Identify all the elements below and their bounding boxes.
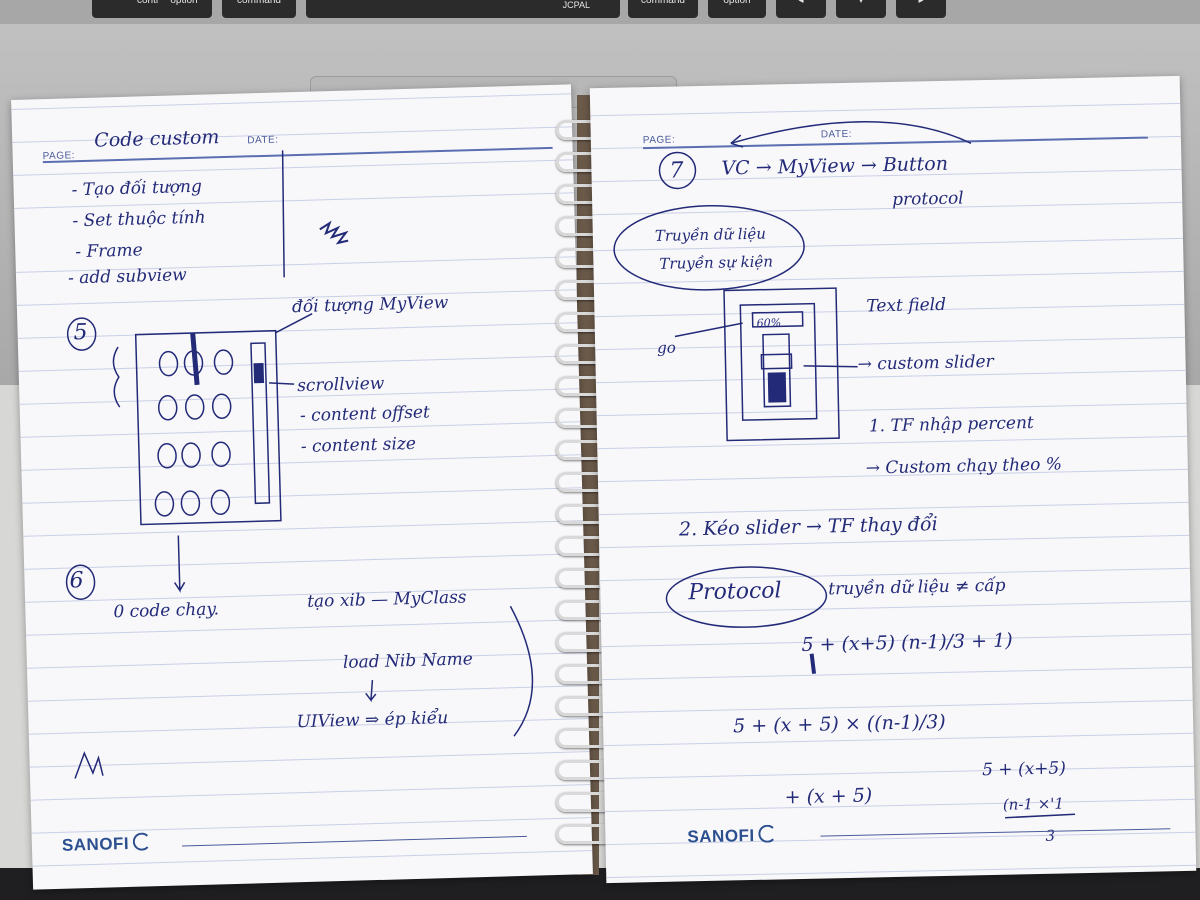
inner-screen <box>739 302 818 421</box>
key-arrow-down: ▾ <box>836 0 886 18</box>
arrow-down <box>173 535 186 594</box>
protocol-circle <box>665 566 828 628</box>
phone-sketch <box>134 329 282 526</box>
top-arc-arrow <box>730 120 972 145</box>
formula-mark <box>809 653 817 674</box>
key-space: JCPAL <box>306 0 620 18</box>
key-command-right: command <box>628 0 698 18</box>
go-arrow <box>674 322 743 338</box>
corner-scribble <box>74 751 104 779</box>
slider-arrow <box>803 365 858 368</box>
scroll-thumb-sketch <box>253 363 265 384</box>
bubble-oval <box>613 205 805 291</box>
arrow-to-scrollview <box>269 382 295 385</box>
phone-sketch <box>723 287 840 442</box>
bold-stroke <box>190 332 200 386</box>
arrow-to-object-label <box>275 312 313 334</box>
left-page-sketches <box>65 150 534 779</box>
notebook-left-page: PAGE: DATE: Code custom - Tạo đối tượng … <box>11 84 593 890</box>
brace-sketch <box>112 346 121 408</box>
arc-arrowhead <box>730 134 744 148</box>
key-arrow-right: ▸ <box>896 0 946 18</box>
key-space-brand: JCPAL <box>562 0 590 10</box>
key-option-right: option <box>708 0 766 18</box>
circle-around-6 <box>65 564 96 600</box>
scrollbar-sketch <box>250 342 271 505</box>
scribble-mark <box>319 220 349 245</box>
slider-track-sketch <box>762 333 792 408</box>
key-arrow-left: ◂ <box>776 0 826 18</box>
arrow-load-down <box>365 680 377 703</box>
circle-around-5 <box>66 317 97 351</box>
percent-textfield-sketch <box>751 311 804 328</box>
column-divider <box>281 150 285 278</box>
right-page-sketches <box>613 120 1076 819</box>
slider-thumb-sketch <box>760 353 793 370</box>
slider-fill-sketch <box>767 372 787 403</box>
fraction-line <box>1005 813 1076 819</box>
keyboard-row: control option command JCPAL command opt… <box>0 0 1200 24</box>
notebook-right-page: PAGE: DATE: 7 VC → MyView → Button proto… <box>589 75 1197 884</box>
key-option: option <box>158 0 210 18</box>
key-command-left: command <box>222 0 296 18</box>
loop-arrow <box>509 605 534 737</box>
circle-around-7 <box>658 151 697 190</box>
